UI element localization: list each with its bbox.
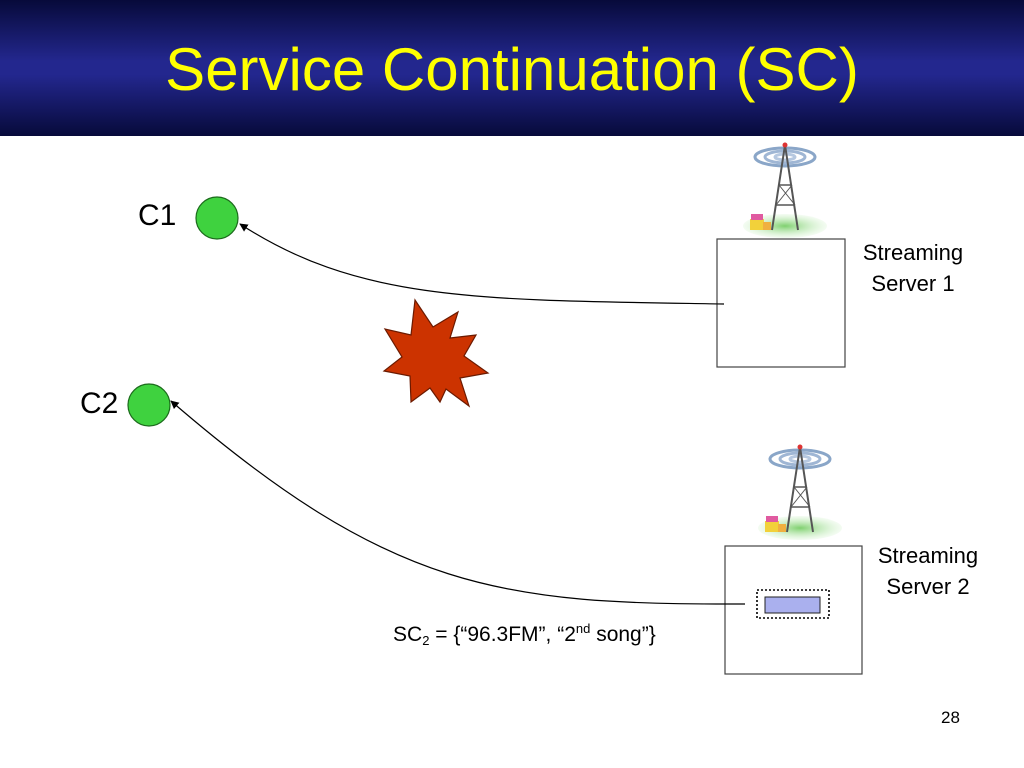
server-label-2-line2: Server 2: [886, 574, 970, 599]
client-label-c1: C1: [138, 199, 177, 232]
sc-value-part2: song”}: [590, 623, 656, 646]
connection-arrow-server2-c2: [170, 400, 746, 605]
session-state-box: [764, 596, 821, 614]
radio-tower-icon: [743, 142, 827, 238]
sc-prefix: SC: [393, 623, 423, 646]
connection-arrow-server1-c1: [239, 223, 725, 305]
sc-value-part1: = {“96.3FM”, “2: [429, 623, 576, 646]
radio-tower-icon: [758, 444, 842, 540]
slide-title: Service Continuation (SC): [165, 36, 859, 103]
session-state-outline: [756, 589, 830, 619]
server-label-2-line1: Streaming: [877, 543, 979, 568]
client-node-c2: [127, 383, 171, 427]
sc-subscript: 2: [422, 633, 430, 648]
title-bar: [0, 0, 1024, 136]
server-label-1-line1: Streaming: [862, 240, 964, 265]
server-label-1: Streaming Server 1: [852, 237, 974, 299]
failure-burst-icon: [382, 298, 490, 408]
server-label-2: Streaming Server 2: [867, 540, 989, 602]
server-box-1: [716, 238, 846, 368]
page-number: 28: [941, 708, 960, 727]
sc-superscript: nd: [575, 621, 591, 636]
client-node-c1: [195, 196, 239, 240]
server-label-1-line2: Server 1: [871, 271, 955, 296]
service-continuation-label: SC2 = {“96.3FM”, “2nd song”}: [393, 616, 656, 654]
client-label-c2: C2: [80, 387, 119, 420]
